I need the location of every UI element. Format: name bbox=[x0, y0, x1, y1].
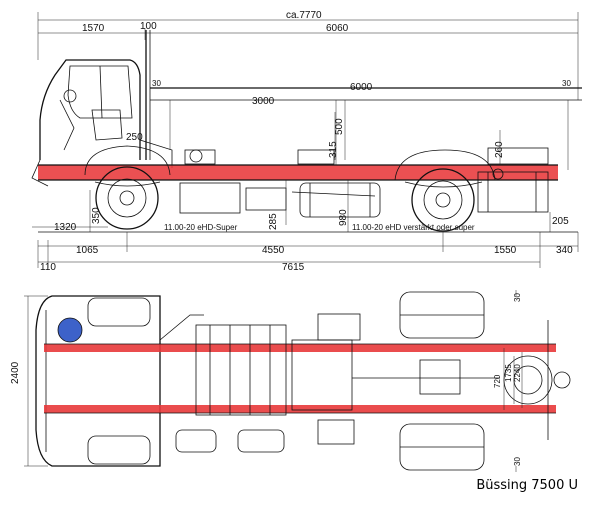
front-wheel-top-right bbox=[87, 435, 151, 465]
dim-front-to-cab: 1570 bbox=[82, 23, 105, 34]
dim-body-offset-rear: 30 bbox=[562, 79, 571, 88]
front-wheel bbox=[84, 145, 171, 230]
dim-frame-width: 720 bbox=[493, 374, 502, 388]
tire-note-front: 11.00-20 eHD-Super bbox=[164, 223, 238, 232]
dim-rear-rise: 205 bbox=[552, 216, 569, 227]
dim-total-length: 7615 bbox=[282, 262, 305, 273]
dim-overall-approx: ca.7770 bbox=[286, 10, 322, 21]
rear-wheel bbox=[394, 149, 496, 232]
dim-rear-height: 260 bbox=[494, 141, 505, 158]
dim-cab-height: 250 bbox=[126, 132, 143, 143]
dim-body-length: 6060 bbox=[326, 23, 349, 34]
dim-overall-width: 2400 bbox=[10, 361, 21, 384]
tire-note-rear: 11.00-20 eHD verstärkt oder super bbox=[352, 223, 475, 232]
model-caption: Büssing 7500 U bbox=[476, 478, 578, 493]
dim-frame-ground: 980 bbox=[338, 209, 349, 226]
frame-rail-top-right bbox=[44, 405, 556, 413]
dim-tip: 110 bbox=[40, 262, 56, 273]
dim-load-length: 6000 bbox=[350, 82, 373, 93]
dim-front-axle: 1065 bbox=[76, 245, 99, 256]
frame-rail-top-left bbox=[44, 344, 556, 352]
dim-front-overhang: 1320 bbox=[54, 222, 77, 233]
dim-rear-overhang-b: 340 bbox=[556, 245, 573, 256]
dim-frame-height: 315 bbox=[328, 141, 339, 158]
side-view bbox=[31, 12, 582, 268]
dim-tire-gap-a: 30 bbox=[513, 293, 522, 302]
dim-ground-clearance: 350 bbox=[91, 207, 102, 224]
dim-body-offset-front: 30 bbox=[152, 79, 161, 88]
dim-track-outer: 1735 bbox=[504, 364, 513, 382]
dim-axle-drop: 285 bbox=[268, 213, 279, 230]
dim-load-front: 3000 bbox=[252, 96, 275, 107]
dim-body-height: 500 bbox=[334, 118, 345, 135]
frame-rail-side bbox=[38, 165, 558, 180]
dim-cab-gap: 100 bbox=[140, 21, 157, 32]
dim-rear-overhang-a: 1550 bbox=[494, 245, 517, 256]
dim-track-inner: 2240 bbox=[513, 364, 522, 382]
top-view bbox=[24, 290, 571, 472]
dim-tire-gap-b: 30 bbox=[513, 457, 522, 466]
front-wheel-top-left bbox=[87, 297, 151, 327]
dim-wheelbase: 4550 bbox=[262, 245, 285, 256]
tank-icon bbox=[58, 318, 82, 342]
